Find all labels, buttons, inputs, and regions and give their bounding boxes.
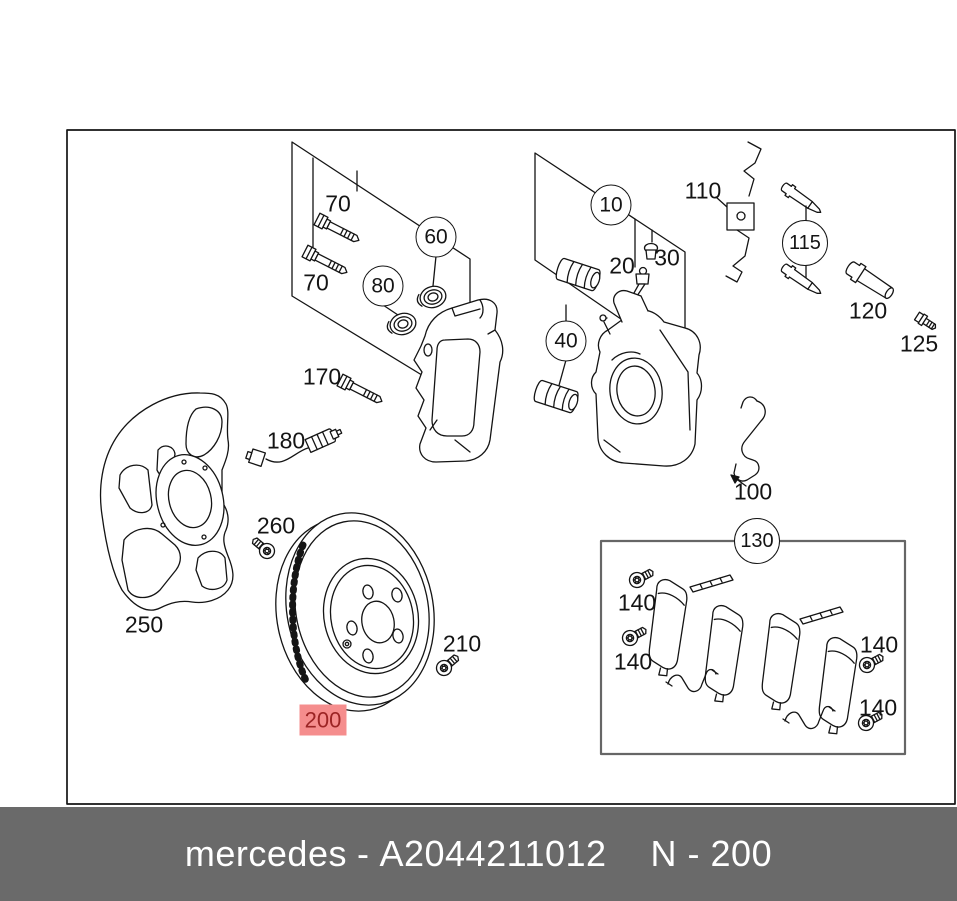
caption-brand: mercedes bbox=[184, 833, 347, 874]
part-label-70a[interactable]: 70 bbox=[325, 190, 351, 217]
spring-clip-100-drawing bbox=[730, 396, 766, 487]
caliper-carrier-drawing bbox=[413, 298, 504, 463]
part-label-140a[interactable]: 140 bbox=[617, 589, 657, 616]
part-label-20[interactable]: 20 bbox=[609, 252, 635, 279]
brake-caliper-drawing bbox=[590, 289, 703, 467]
guide-pin-115-upper-drawing bbox=[778, 179, 826, 223]
part-label-60[interactable]: 60 bbox=[415, 216, 457, 258]
part-label-115[interactable]: 115 bbox=[782, 220, 828, 266]
part-label-125[interactable]: 125 bbox=[899, 330, 939, 357]
boot-40-upper-drawing bbox=[553, 256, 604, 323]
part-label-140b[interactable]: 140 bbox=[613, 648, 653, 675]
cap-30-drawing bbox=[643, 242, 659, 260]
part-label-200[interactable]: 200 bbox=[299, 704, 347, 736]
bushing-60-drawing bbox=[414, 255, 449, 312]
part-label-210[interactable]: 210 bbox=[442, 630, 482, 657]
part-label-120[interactable]: 120 bbox=[848, 297, 888, 324]
part-label-40[interactable]: 40 bbox=[545, 320, 587, 362]
caption-separator: - bbox=[356, 833, 370, 874]
splash-shield-250-drawing bbox=[99, 392, 234, 611]
part-label-170[interactable]: 170 bbox=[302, 363, 342, 390]
wear-sensor-180-drawing bbox=[245, 428, 343, 467]
caption-bar: mercedes - A2044211012 N - 200 bbox=[0, 807, 957, 901]
part-label-140c[interactable]: 140 bbox=[859, 631, 899, 658]
retaining-spring-110-drawing bbox=[715, 141, 762, 283]
part-label-80[interactable]: 80 bbox=[362, 265, 404, 307]
boot-40-lower-drawing bbox=[531, 359, 582, 415]
part-label-260[interactable]: 260 bbox=[256, 512, 296, 539]
caption-note: N - 200 bbox=[650, 833, 773, 874]
part-label-30[interactable]: 30 bbox=[654, 244, 680, 271]
labels-layer: 70 70 60 80 10 20 30 40 110 115 120 125 100 170 180 250… bbox=[124, 177, 939, 736]
part-label-180[interactable]: 180 bbox=[266, 427, 306, 454]
part-label-250[interactable]: 250 bbox=[124, 611, 164, 638]
caption-part-number: A2044211012 bbox=[379, 833, 607, 874]
bushing-80-drawing bbox=[382, 304, 419, 339]
part-label-70b[interactable]: 70 bbox=[303, 269, 329, 296]
part-label-140d[interactable]: 140 bbox=[858, 694, 898, 721]
brake-disc-drawing bbox=[275, 512, 435, 712]
guide-pin-115-lower-drawing bbox=[778, 260, 826, 300]
part-label-110[interactable]: 110 bbox=[684, 177, 722, 204]
part-label-100[interactable]: 100 bbox=[733, 478, 773, 505]
pad-kit-box-130 bbox=[599, 539, 907, 756]
part-label-10[interactable]: 10 bbox=[590, 184, 632, 226]
part-label-130[interactable]: 130 bbox=[734, 518, 780, 564]
